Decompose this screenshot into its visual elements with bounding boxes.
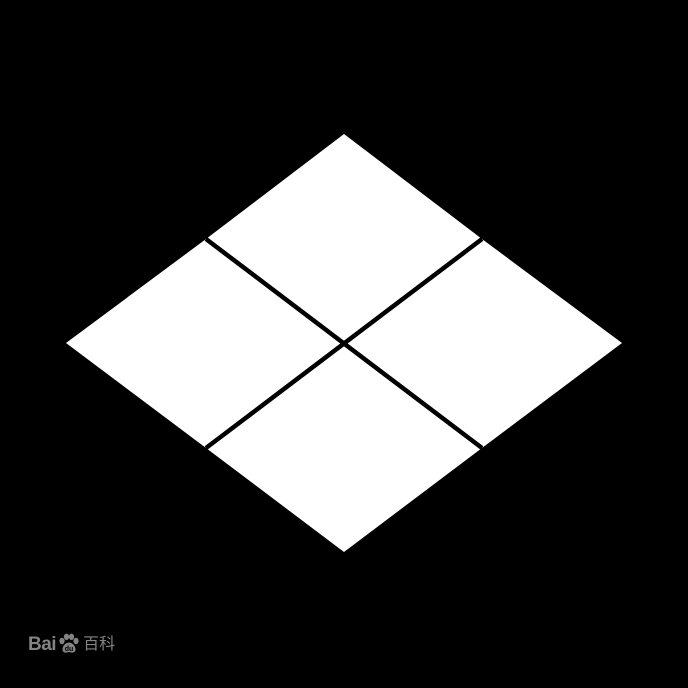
baidu-baike-watermark: Bai du 百科	[28, 630, 115, 658]
four-diamond-crest	[66, 134, 622, 552]
divider-line-b	[204, 237, 484, 450]
diamond-bottom	[206, 343, 482, 552]
paw-icon: du	[57, 633, 81, 655]
watermark-brand-left: Bai	[28, 633, 57, 655]
svg-text:du: du	[65, 646, 74, 653]
watermark-brand-right: 百科	[83, 634, 116, 653]
